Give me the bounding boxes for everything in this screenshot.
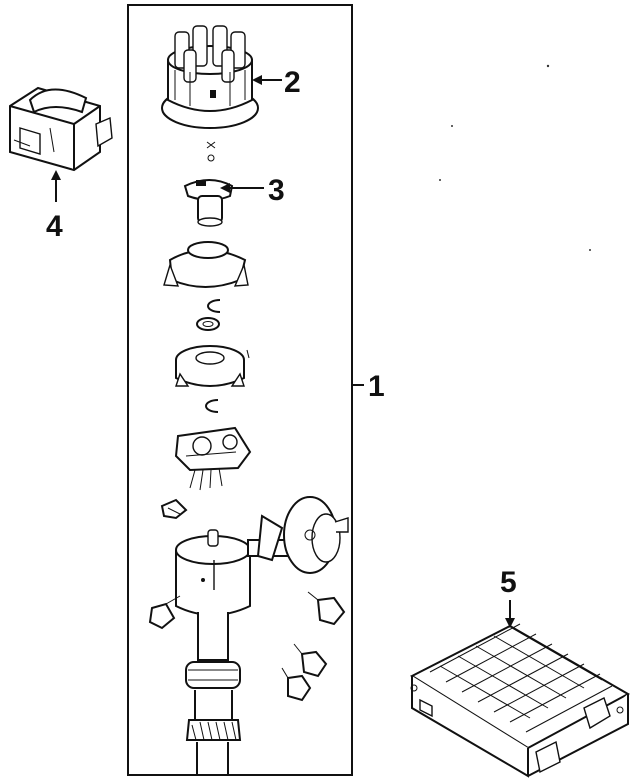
control-module-drawing (409, 623, 631, 778)
snap-ring-lower (205, 399, 219, 413)
ignition-coil-drawing (9, 86, 113, 172)
screw-left (148, 595, 181, 630)
distributor-cap-drawing (161, 25, 259, 129)
cover-plate (163, 241, 249, 288)
screw-upper-left (160, 498, 188, 520)
vacuum-advance (247, 496, 349, 574)
leader-2-arrow (252, 75, 262, 85)
leader-4-arrow (51, 170, 61, 180)
callout-2: 2 (284, 66, 301, 99)
assembly-frame (127, 4, 353, 776)
carbon-brush-spring (206, 141, 216, 162)
callout-5: 5 (500, 566, 517, 599)
pickup-housing (175, 345, 250, 387)
screw-lower-1 (293, 643, 328, 678)
o-ring-upper (196, 317, 220, 331)
distributor-housing (175, 529, 251, 775)
screw-right (307, 591, 346, 626)
callout-3: 3 (268, 174, 285, 207)
callout-1: 1 (368, 370, 385, 403)
pickup-coil (174, 426, 252, 491)
screw-lower-2 (281, 667, 312, 702)
callout-4: 4 (46, 210, 63, 243)
snap-ring-upper (207, 299, 221, 313)
leader-5-arrow (505, 618, 515, 628)
leader-3-arrow (220, 183, 230, 193)
rotor-drawing (183, 179, 234, 227)
scan-specks (439, 64, 591, 251)
